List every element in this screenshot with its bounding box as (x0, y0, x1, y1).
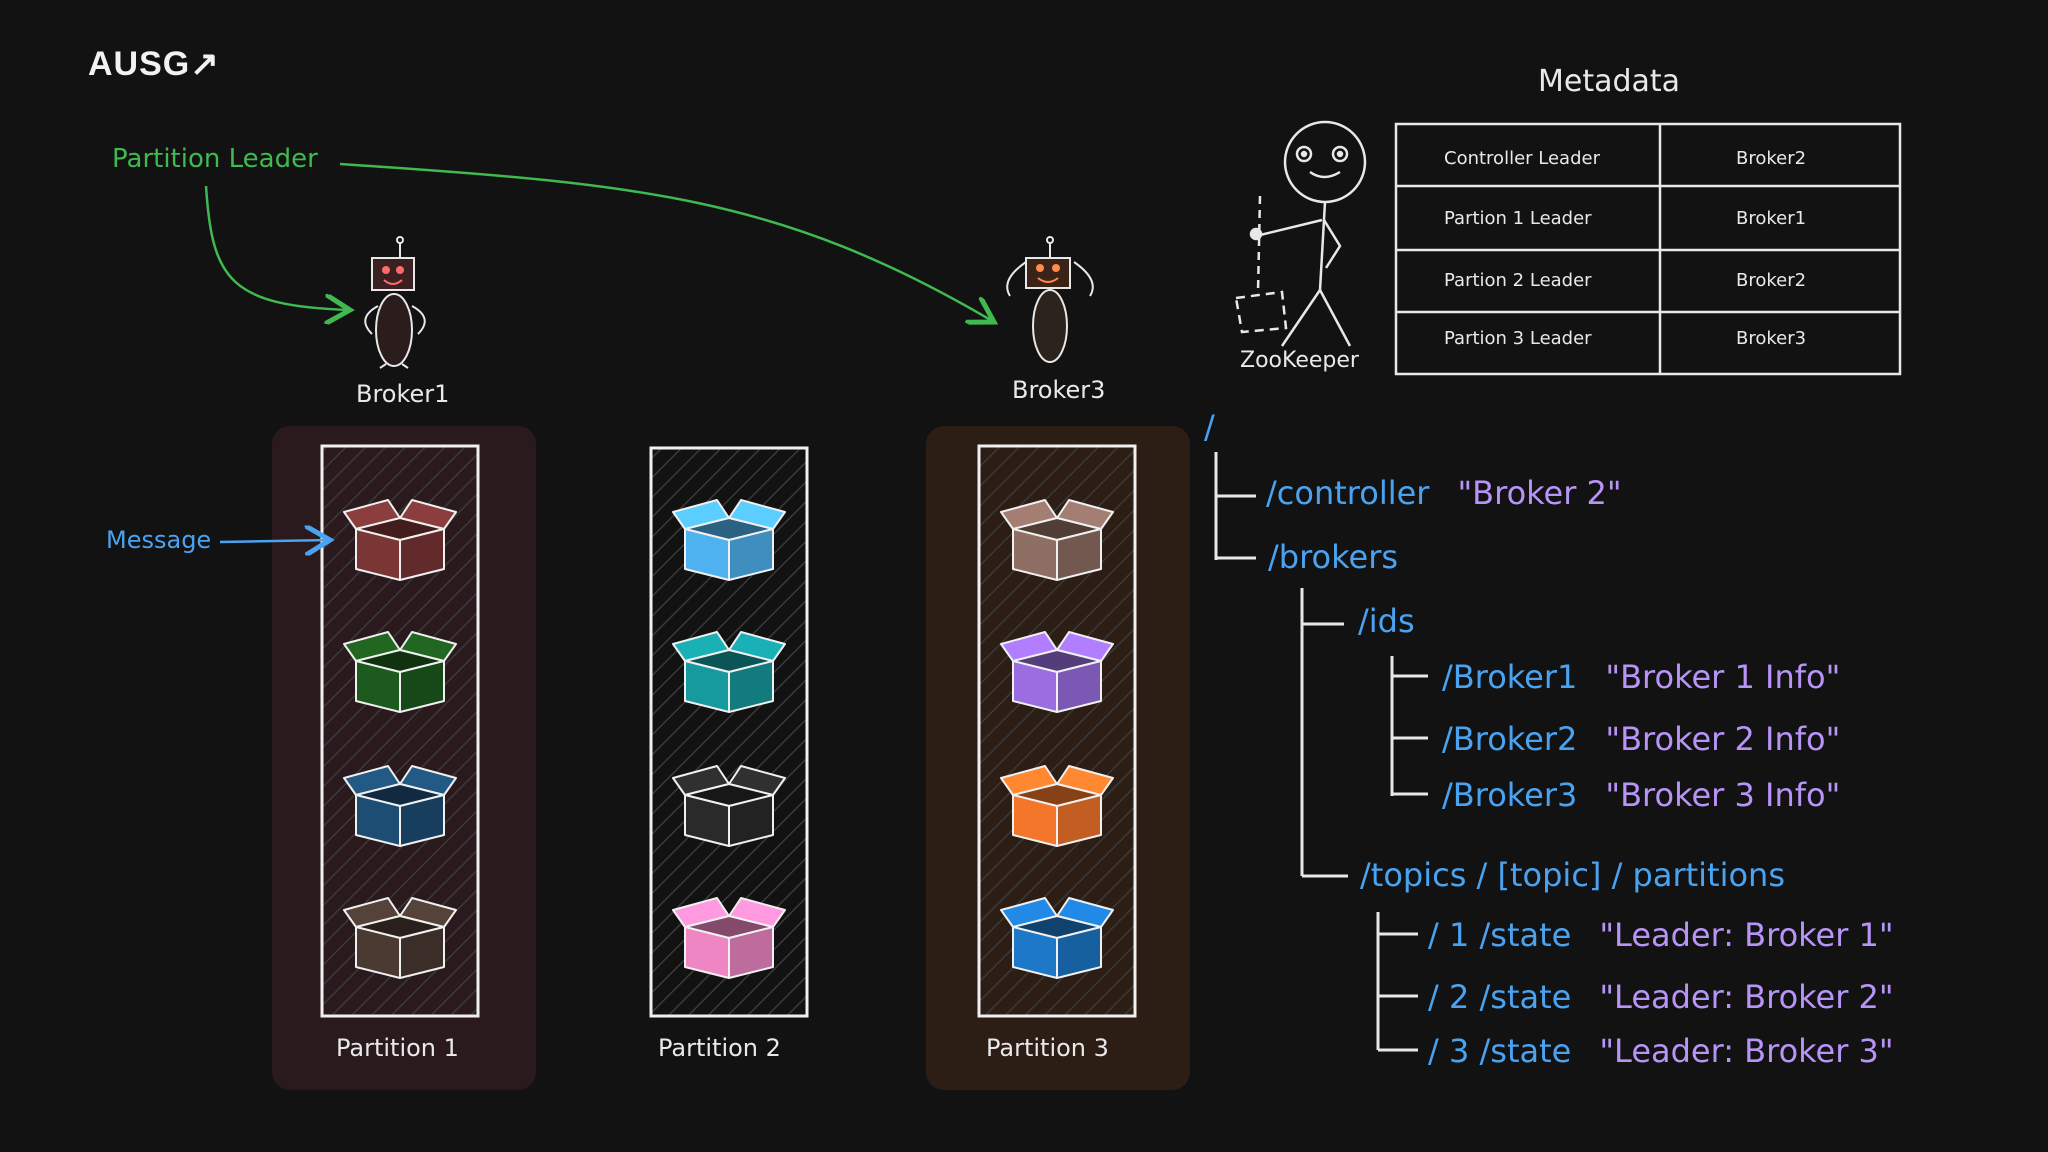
tree-controller-path: /controller (1266, 474, 1430, 512)
tree-broker3-value: "Broker 3 Info" (1605, 776, 1841, 814)
tree-state-1-value: "Leader: Broker 1" (1599, 916, 1894, 954)
message-boxes (343, 499, 1114, 979)
message-box-icon (343, 631, 457, 713)
tree-controller-value: "Broker 2" (1457, 474, 1622, 512)
message-box-icon (1000, 499, 1114, 581)
message-box-icon (672, 631, 786, 713)
message-box-icon (343, 897, 457, 979)
tree-controller-row: /controller "Broker 2" (1266, 474, 1622, 512)
metadata-title: Metadata (1538, 64, 1681, 99)
tree-broker3-row: /Broker3 "Broker 3 Info" (1442, 776, 1840, 814)
zookeeper-label: ZooKeeper (1240, 348, 1359, 373)
message-box-icon (1000, 897, 1114, 979)
box-right-face (399, 794, 445, 847)
leader-arrow-broker3 (339, 162, 994, 322)
box-right-face (1056, 660, 1102, 713)
tree-broker2-path: /Broker2 (1442, 720, 1578, 758)
message-box-icon (343, 499, 457, 581)
zookeeper-figure-icon (1234, 120, 1367, 347)
tree-state-2-row: / 2 /state "Leader: Broker 2" (1428, 978, 1894, 1016)
table-row-4-value: Broker3 (1736, 328, 1807, 349)
tree-topics: /topics / [topic] / partitions (1360, 856, 1785, 894)
message-box-icon (1000, 765, 1114, 847)
box-right-face (728, 926, 774, 979)
tree-broker2-value: "Broker 2 Info" (1605, 720, 1841, 758)
tree-state-2-path: / 2 /state (1428, 978, 1572, 1016)
table-row-1-key: Controller Leader (1444, 148, 1600, 169)
tree-state-2-value: "Leader: Broker 2" (1599, 978, 1894, 1016)
table-row-2-key: Partion 1 Leader (1444, 208, 1592, 229)
tree-root: / (1204, 408, 1215, 446)
tree-broker1-row: /Broker1 "Broker 1 Info" (1442, 658, 1840, 696)
box-right-face (1056, 794, 1102, 847)
message-box-icon (672, 765, 786, 847)
leader-arrow-broker1 (204, 185, 350, 310)
tree-state-3-value: "Leader: Broker 3" (1599, 1032, 1894, 1070)
tree-brokers: /brokers (1268, 538, 1399, 576)
box-right-face (728, 660, 774, 713)
message-box-icon (1000, 631, 1114, 713)
table-row-4-key: Partion 3 Leader (1444, 328, 1592, 349)
box-right-face (399, 926, 445, 979)
box-right-face (728, 794, 774, 847)
tree-broker1-value: "Broker 1 Info" (1605, 658, 1841, 696)
broker1-label: Broker1 (356, 380, 450, 408)
tree-broker1-path: /Broker1 (1442, 658, 1578, 696)
tree-broker2-row: /Broker2 "Broker 2 Info" (1442, 720, 1840, 758)
tree-broker3-path: /Broker3 (1442, 776, 1578, 814)
tree-state-3-path: / 3 /state (1428, 1032, 1572, 1070)
broker1-robot-icon (364, 236, 426, 369)
partition-leader-label: Partition Leader (112, 144, 318, 174)
box-right-face (399, 528, 445, 581)
znode-tree-lines (1214, 452, 1428, 1052)
tree-state-1-path: / 1 /state (1428, 916, 1572, 954)
box-right-face (1056, 926, 1102, 979)
table-row-2-value: Broker1 (1736, 208, 1807, 229)
box-right-face (1056, 528, 1102, 581)
table-row-1-value: Broker2 (1736, 148, 1807, 169)
message-box-icon (672, 499, 786, 581)
broker3-robot-icon (1006, 236, 1094, 363)
message-label: Message (106, 526, 212, 554)
broker3-label: Broker3 (1012, 376, 1106, 404)
table-row-3-value: Broker2 (1736, 270, 1807, 291)
box-right-face (399, 660, 445, 713)
message-box-icon (672, 897, 786, 979)
partition-1-label: Partition 1 (336, 1034, 459, 1062)
tree-state-1-row: / 1 /state "Leader: Broker 1" (1428, 916, 1894, 954)
metadata-table-grid (1394, 122, 1902, 376)
message-box-icon (343, 765, 457, 847)
tree-state-3-row: / 3 /state "Leader: Broker 3" (1428, 1032, 1894, 1070)
tree-ids: /ids (1358, 602, 1415, 640)
partition-3-label: Partition 3 (986, 1034, 1109, 1062)
box-right-face (728, 528, 774, 581)
partition-2-label: Partition 2 (658, 1034, 781, 1062)
ausg-logo: AUSG↗ (88, 45, 220, 83)
message-arrow (219, 540, 330, 542)
table-row-3-key: Partion 2 Leader (1444, 270, 1592, 291)
